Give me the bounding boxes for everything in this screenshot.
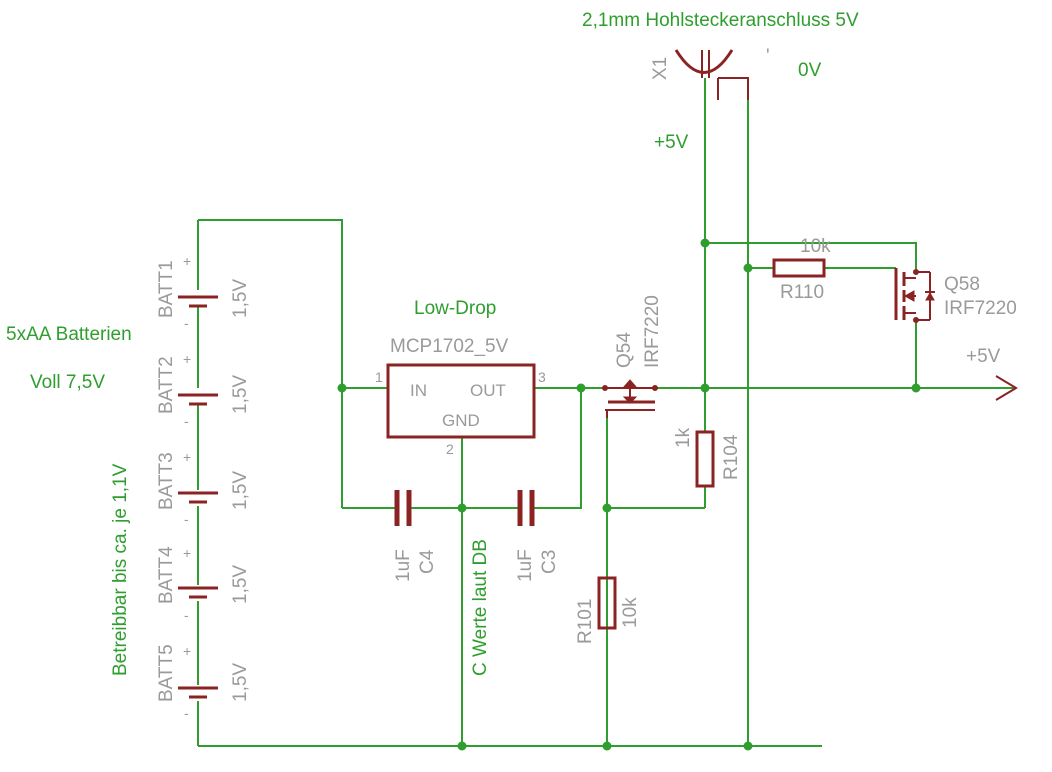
mosfet-q58: Q58 IRF7220 bbox=[894, 268, 1017, 323]
battery-name: BATT5 bbox=[156, 644, 177, 702]
resistor-r101: R101 10k bbox=[575, 576, 641, 644]
wires bbox=[197, 78, 1016, 747]
junction-dot bbox=[576, 383, 586, 393]
dc-jack-title: 2,1mm Hohlsteckeranschluss 5V bbox=[582, 10, 859, 31]
resistor-name: R101 bbox=[575, 599, 596, 644]
battery-full-voltage: Voll 7,5V bbox=[30, 372, 105, 393]
battery-value: 1,5V bbox=[230, 375, 251, 414]
junction-dot bbox=[700, 238, 710, 248]
battery-minus-sign: - bbox=[184, 511, 189, 527]
battery-minus-sign: - bbox=[184, 413, 189, 429]
transistor-name: Q58 bbox=[944, 274, 980, 295]
battery-batt5: + - BATT5 1,5V bbox=[156, 643, 251, 721]
connector-tick: ' bbox=[766, 46, 770, 67]
output-arrow-plus5v bbox=[995, 375, 1018, 401]
ground-label-0v: 0V bbox=[798, 60, 822, 81]
annotations: 2,1mm Hohlsteckeranschluss 5V 0V +5V +5V… bbox=[6, 10, 1001, 676]
junction-dot bbox=[602, 503, 612, 513]
resistor-value: 10k bbox=[800, 236, 831, 257]
junction-dot bbox=[457, 741, 467, 751]
battery-plus-sign: + bbox=[183, 643, 191, 659]
dc-jack-x1: X1 ' bbox=[650, 46, 770, 100]
battery-name: BATT3 bbox=[156, 452, 177, 510]
junction-dot bbox=[700, 383, 710, 393]
battery-batt1: + - BATT1 1,5V bbox=[156, 253, 251, 331]
regulator-pin-gnd: GND bbox=[442, 411, 480, 430]
resistor-name: R104 bbox=[721, 434, 742, 480]
junction-dot bbox=[602, 741, 612, 751]
capacitor-value: 1uF bbox=[393, 549, 414, 582]
battery-minus-sign: - bbox=[184, 705, 189, 721]
regulator-pin-out: OUT bbox=[470, 381, 506, 400]
battery-batt3: + - BATT3 1,5V bbox=[156, 449, 251, 527]
capacitor-name: C3 bbox=[539, 550, 560, 574]
junction-dot bbox=[457, 503, 467, 513]
connector-name: X1 bbox=[650, 57, 671, 80]
transistor-name: Q54 bbox=[614, 332, 635, 368]
battery-stack: + - BATT1 1,5V + - BATT2 1,5V + - BATT3 … bbox=[156, 253, 251, 721]
junction-dot bbox=[743, 263, 753, 273]
battery-batt2: + - BATT2 1,5V bbox=[156, 351, 251, 429]
battery-value: 1,5V bbox=[230, 565, 251, 604]
regulator-pin1: 1 bbox=[375, 369, 383, 385]
resistor-value: 10k bbox=[620, 597, 641, 628]
transistor-value: IRF7220 bbox=[642, 295, 663, 368]
regulator-pin2: 2 bbox=[446, 441, 454, 457]
plus5v-output-label: +5V bbox=[966, 346, 1001, 367]
transistor-value: IRF7220 bbox=[944, 298, 1017, 319]
battery-batt4: + - BATT4 1,5V bbox=[156, 545, 251, 623]
regulator-pin3: 3 bbox=[538, 369, 546, 385]
capacitor-c4: 1uF C4 bbox=[393, 490, 438, 582]
resistor-name: R110 bbox=[780, 282, 824, 303]
resistor-r104: 1k R104 bbox=[673, 427, 742, 488]
regulator-mcp1702: 1 3 2 IN OUT GND MCP1702_5V bbox=[375, 336, 546, 457]
capacitor-value: 1uF bbox=[515, 549, 536, 582]
capacitor-c3: 1uF C3 bbox=[515, 490, 560, 582]
capacitor-name: C4 bbox=[417, 549, 438, 574]
battery-description: 5xAA Batterien bbox=[6, 324, 132, 345]
battery-plus-sign: + bbox=[183, 545, 191, 561]
regulator-name: MCP1702_5V bbox=[390, 336, 509, 357]
regulator-pin-in: IN bbox=[410, 381, 427, 400]
mosfet-q54: Q54 IRF7220 bbox=[602, 295, 663, 418]
battery-minus-sign: - bbox=[184, 315, 189, 331]
battery-value: 1,5V bbox=[230, 471, 251, 510]
junction-dot bbox=[743, 741, 753, 751]
battery-name: BATT1 bbox=[156, 260, 177, 318]
junction-dot bbox=[337, 383, 347, 393]
battery-plus-sign: + bbox=[183, 253, 191, 269]
battery-name: BATT2 bbox=[156, 356, 177, 414]
battery-plus-sign: + bbox=[183, 449, 191, 465]
battery-value: 1,5V bbox=[230, 663, 251, 702]
resistor-r110: 10k R110 bbox=[772, 236, 831, 303]
regulator-type-label: Low-Drop bbox=[414, 298, 496, 319]
junction-dot bbox=[911, 383, 921, 393]
battery-min-voltage: Betreibbar bis ca. je 1,1V bbox=[110, 463, 131, 676]
plus5v-top-label: +5V bbox=[654, 132, 689, 153]
resistor-value: 1k bbox=[673, 427, 694, 448]
battery-name: BATT4 bbox=[156, 546, 177, 604]
battery-plus-sign: + bbox=[183, 351, 191, 367]
battery-minus-sign: - bbox=[184, 607, 189, 623]
battery-value: 1,5V bbox=[230, 279, 251, 318]
capacitor-note: C Werte laut DB bbox=[470, 539, 491, 676]
junctions bbox=[337, 238, 921, 751]
